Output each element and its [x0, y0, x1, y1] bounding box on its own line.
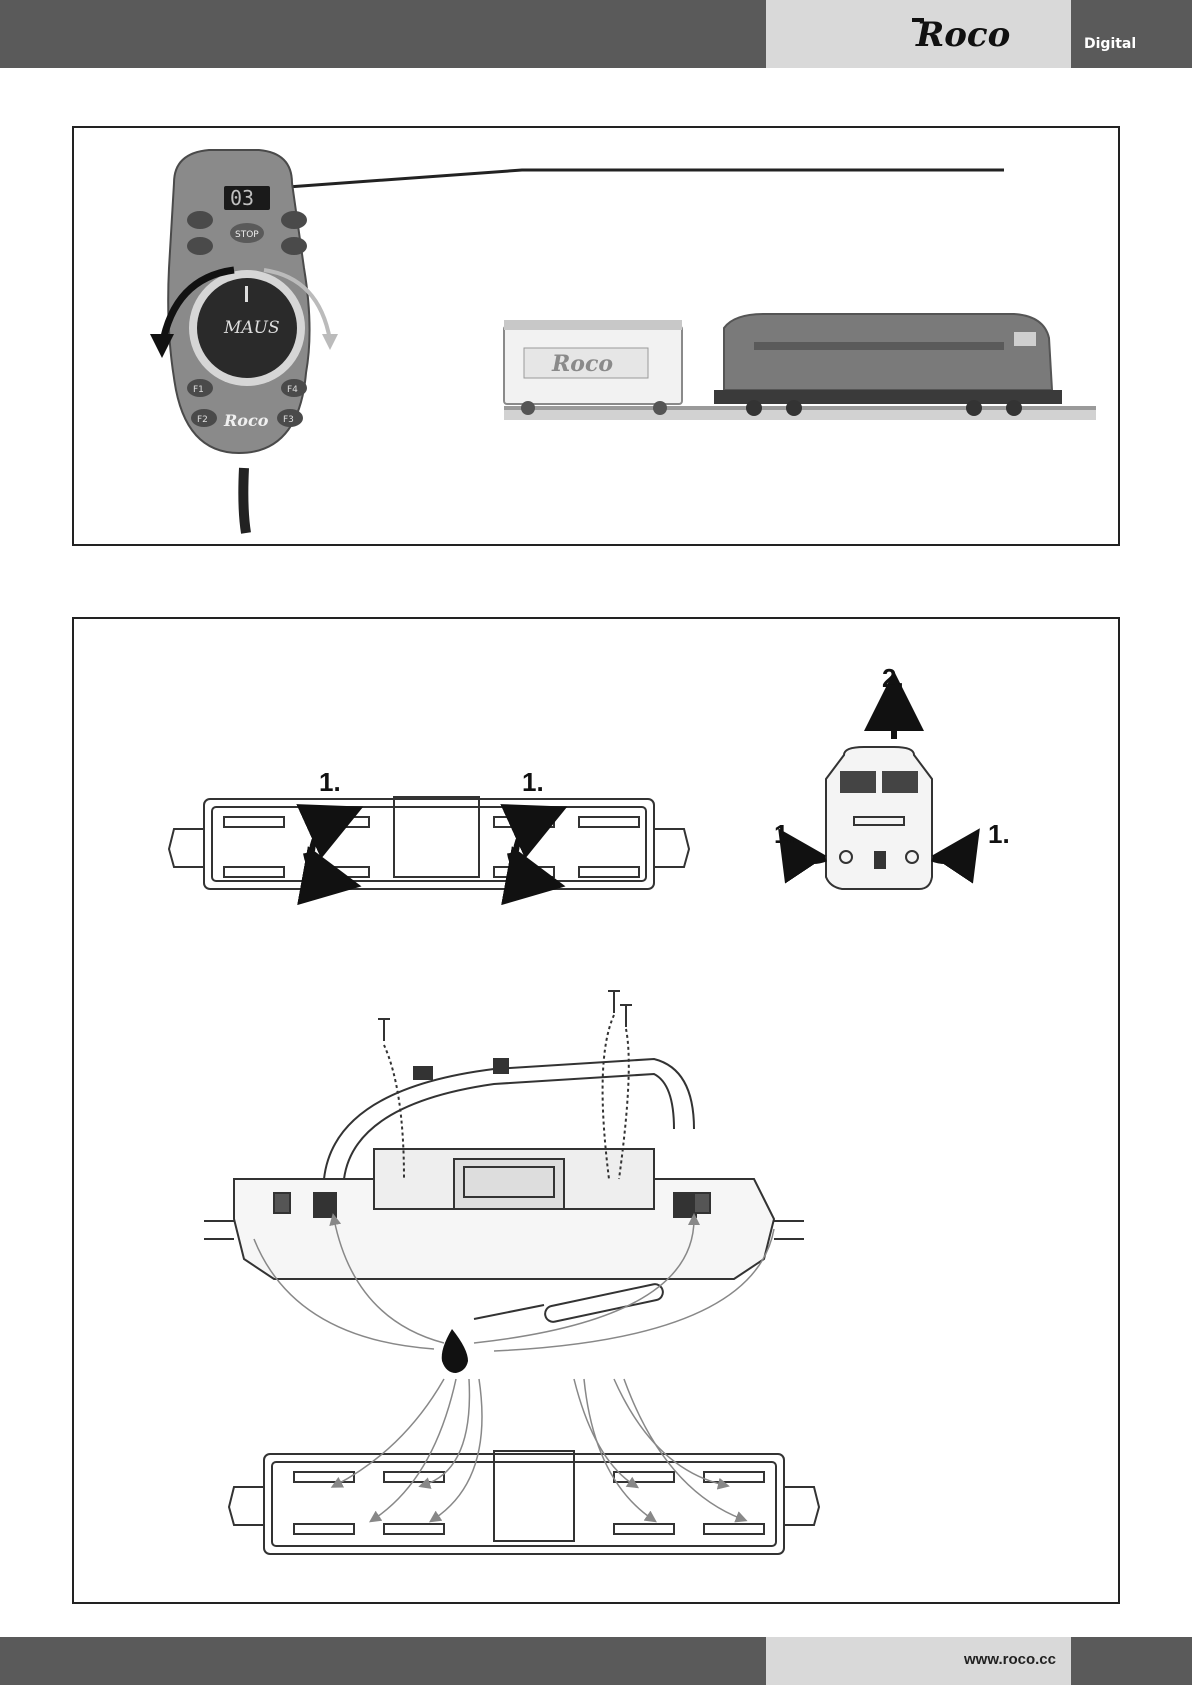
wagon-logo: Roco	[551, 351, 613, 377]
footer-bar: www.roco.cc	[0, 1637, 1192, 1685]
controller-panel: 03 STOP MAUS F1 F2 F3 F4 Roco	[72, 126, 1120, 546]
header-bar: Roco Digital	[0, 0, 1192, 68]
pointer-line	[274, 170, 1004, 188]
chassis-side-view	[204, 1059, 804, 1279]
header-dark-band	[0, 0, 766, 68]
roco-logo: Roco	[910, 14, 1060, 54]
step-label-chassis-left: 1.	[319, 767, 341, 797]
chassis-top-view-upper	[169, 797, 689, 889]
oil-paths-lower	[336, 1379, 742, 1519]
controller-cable	[243, 468, 246, 533]
svg-text:F2: F2	[197, 415, 208, 425]
dial-label: MAUS	[223, 318, 280, 338]
controller-logo: Roco	[223, 411, 269, 430]
header-side-band	[1071, 0, 1192, 68]
footer-dark-band	[0, 1637, 766, 1685]
spread-arrow-right	[932, 849, 966, 861]
step-label-chassis-right: 1.	[522, 767, 544, 797]
oil-drop-icon	[442, 1329, 468, 1373]
left-arrow-button	[187, 211, 213, 229]
footer-url-link[interactable]: www.roco.cc	[964, 1651, 1056, 1668]
controller-illustration: 03 STOP MAUS F1 F2 F3 F4 Roco	[74, 128, 1118, 544]
right-arrow-button	[187, 237, 213, 255]
stop-label: STOP	[235, 230, 259, 240]
chassis-top-view-lower	[229, 1451, 819, 1554]
down-arrow-button	[281, 237, 307, 255]
up-arrow-button	[281, 211, 307, 229]
clip-arrow-3	[516, 819, 540, 851]
footer-side-band	[1071, 1637, 1192, 1685]
freight-wagon: Roco	[504, 320, 682, 415]
maintenance-illustration: 1. 1. 2. 1. 1.	[74, 619, 1118, 1602]
clip-arrow-1	[312, 819, 336, 851]
svg-text:F3: F3	[283, 415, 294, 425]
locomotive-front-view	[826, 747, 932, 889]
section-label: Digital	[1084, 36, 1136, 52]
svg-text:F4: F4	[287, 385, 298, 395]
step-label-front-right: 1.	[988, 819, 1010, 849]
svg-text:Roco: Roco	[915, 15, 1010, 54]
step-label-front-top: 2.	[882, 663, 904, 693]
maintenance-panel: 1. 1. 2. 1. 1.	[72, 617, 1120, 1604]
step-label-front-left: 1.	[774, 819, 796, 849]
spread-arrow-left	[792, 849, 826, 861]
display-value: 03	[230, 186, 254, 210]
svg-text:F1: F1	[193, 385, 204, 395]
oil-syringe	[474, 1283, 664, 1324]
diesel-locomotive	[714, 314, 1062, 416]
multimaus-controller: 03 STOP MAUS F1 F2 F3 F4 Roco	[168, 150, 309, 453]
